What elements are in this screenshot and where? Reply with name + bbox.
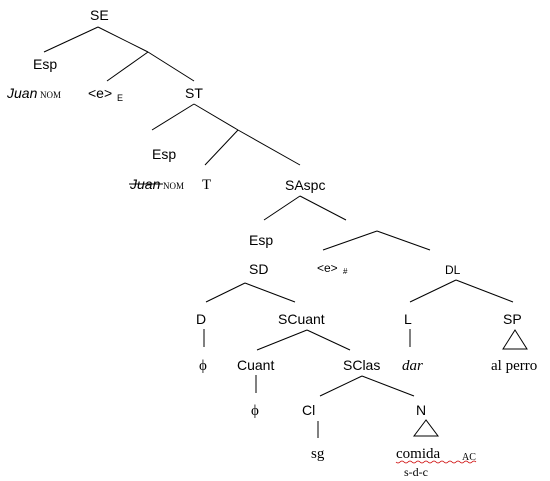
- node-phi-1: ϕ: [199, 358, 207, 374]
- edge-sclas-n: [361, 375, 415, 397]
- edge-bar-t: [204, 129, 239, 166]
- node-dl: DL: [445, 263, 461, 277]
- edge-sd-scuant: [244, 282, 296, 303]
- node-dar: dar: [402, 358, 423, 374]
- node-e-hash-sub: #: [343, 267, 348, 276]
- edge-bar-dl: [376, 230, 431, 251]
- node-d: D: [196, 311, 206, 327]
- node-juan-1: Juan: [6, 85, 38, 101]
- node-e-E: <e>: [88, 85, 112, 101]
- node-saspc: SAspc: [285, 177, 325, 193]
- node-esp-2: Esp: [152, 146, 176, 162]
- edge-bar-e2: [322, 230, 378, 251]
- node-esp-3: Esp: [249, 232, 273, 248]
- node-se: SE: [90, 7, 109, 23]
- node-e-hash: <e>: [317, 261, 338, 275]
- node-al-perro: al perro: [491, 358, 537, 374]
- node-n: N: [416, 402, 426, 418]
- tree-edges: [43, 26, 528, 438]
- edge-dl-l: [409, 279, 457, 303]
- edge-dl-sp: [455, 279, 514, 303]
- edge-st-esp: [151, 103, 195, 131]
- node-sg: sg: [311, 446, 325, 462]
- edge-saspc-bar: [299, 195, 347, 221]
- node-e-E-sub: E: [117, 93, 123, 103]
- node-sp: SP: [503, 311, 522, 327]
- edge-se-esp: [43, 26, 99, 53]
- node-phi-2: ϕ: [251, 403, 259, 419]
- edge-bar-st: [147, 51, 195, 82]
- node-cuant: Cuant: [237, 357, 274, 373]
- node-t: T: [202, 177, 211, 193]
- node-comida: comida: [396, 446, 440, 462]
- spellcheck-underline: [395, 460, 477, 464]
- node-comida-case: AC: [462, 452, 476, 463]
- edge-saspc-esp: [263, 195, 301, 221]
- triangle-n: [413, 419, 439, 437]
- node-sclas: SClas: [343, 357, 380, 373]
- node-scuant: SCuant: [278, 311, 325, 327]
- node-sdc: s-d-c: [404, 465, 428, 479]
- edge-scuant-sclas: [306, 329, 351, 351]
- edge-bar-saspc: [237, 129, 301, 166]
- edge-scuant-cuant: [256, 329, 308, 351]
- edge-se-bar: [97, 26, 149, 53]
- edge-sclas-cl: [319, 375, 363, 397]
- node-st: ST: [185, 85, 203, 101]
- node-esp-1: Esp: [33, 56, 57, 72]
- node-juan-1-case: NOM: [40, 90, 61, 100]
- node-cl: Cl: [302, 402, 315, 418]
- triangle-sp: [502, 329, 528, 350]
- edge-sd-d: [205, 282, 246, 303]
- node-l: L: [404, 311, 412, 327]
- edge-st-bar: [193, 103, 239, 131]
- edge-bar-e: [106, 51, 149, 82]
- node-juan-2-case: NOM: [163, 181, 184, 191]
- node-sd: SD: [249, 261, 268, 277]
